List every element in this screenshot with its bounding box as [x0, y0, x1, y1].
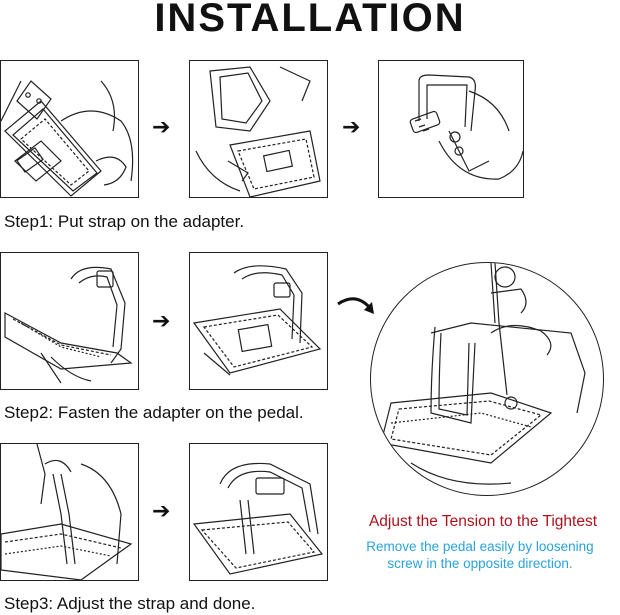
step1-illustration-3	[378, 60, 524, 198]
completed-strap-drawing	[192, 462, 324, 575]
right-arrow-icon: ➔	[152, 498, 171, 523]
screw-tightening-drawing	[380, 263, 586, 485]
removal-note-line-1: Remove the pedal easily by loosening	[366, 539, 594, 554]
step2-illustration-2	[189, 252, 328, 390]
step2-illustration-1	[0, 252, 139, 390]
step-2-label: Step2: Fasten the adapter on the pedal.	[4, 403, 304, 422]
right-arrow-icon: ➔	[152, 114, 171, 139]
step1-illustration-1	[0, 60, 139, 198]
step1-illustration-2	[189, 60, 328, 198]
fastened-adapter-drawing	[192, 265, 322, 376]
pedal-strap-drawing	[1, 80, 134, 197]
removal-note: Remove the pedal easily by loosening scr…	[340, 538, 620, 572]
page-title: INSTALLATION	[154, 0, 466, 40]
tension-detail-closeup	[370, 262, 604, 496]
adjust-strap-drawing	[1, 444, 133, 580]
right-arrow-icon: ➔	[342, 114, 361, 139]
step-1-label: Step1: Put strap on the adapter.	[4, 212, 245, 231]
strap-buckle-closeup	[409, 74, 523, 180]
curved-arrow-icon	[334, 290, 378, 324]
removal-note-line-2: screw in the opposite direction.	[387, 556, 573, 571]
step3-illustration-1	[0, 443, 139, 581]
adapter-on-pedal-drawing	[4, 266, 133, 384]
step-3-label: Step3: Adjust the strap and done.	[4, 594, 256, 613]
adapter-strap-drawing	[195, 66, 321, 197]
step3-illustration-2	[189, 443, 328, 581]
right-arrow-icon: ➔	[152, 308, 171, 333]
tension-headline: Adjust the Tension to the Tightest	[368, 513, 598, 530]
